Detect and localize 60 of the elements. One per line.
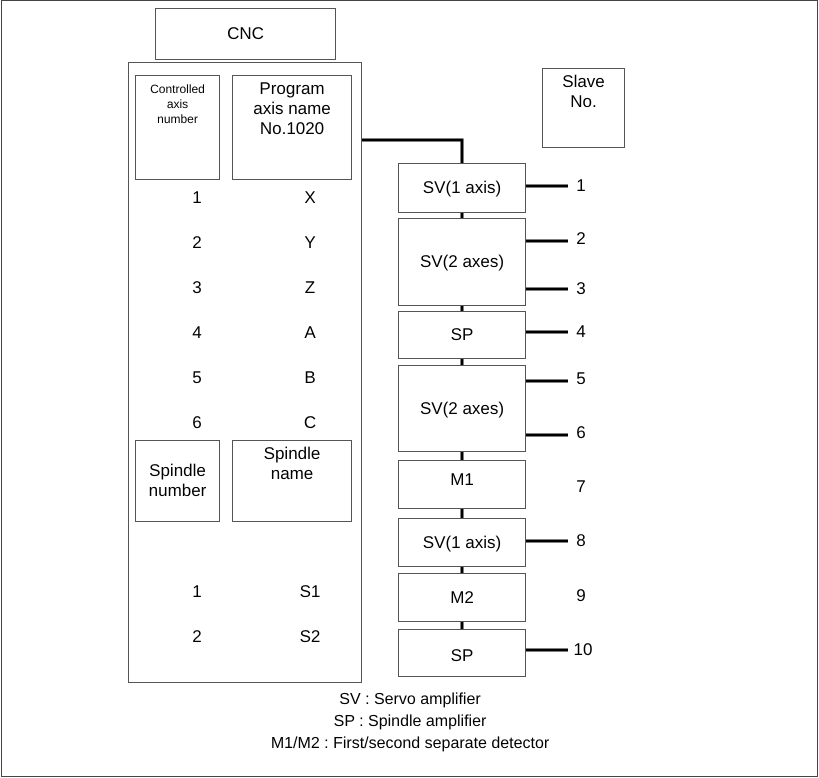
header-box: Spindle number <box>135 440 220 522</box>
connector-line <box>526 330 568 334</box>
slave-number: 5 <box>568 368 594 390</box>
connector-line <box>460 306 464 311</box>
slave-number: 3 <box>568 278 594 300</box>
connector-line <box>460 213 464 218</box>
amplifier-box: SV(1 axis) <box>398 518 526 567</box>
connector-line <box>526 648 568 652</box>
connector-line <box>526 240 568 242</box>
table-value: 4 <box>191 322 203 344</box>
table-value: 2 <box>191 626 203 648</box>
connector-line <box>526 288 568 290</box>
slave-number: 4 <box>568 321 594 343</box>
detector-box: M1 <box>398 460 526 509</box>
legend-note: SV : Servo amplifier <box>338 690 482 710</box>
connector-line <box>460 359 464 365</box>
table-value: 6 <box>191 412 203 434</box>
table-value: X <box>303 187 317 209</box>
header-box: Slave No. <box>542 68 625 148</box>
table-value: Y <box>303 232 317 254</box>
amplifier-box: SP <box>398 311 526 359</box>
slave-number: 10 <box>568 639 598 661</box>
slave-number: 6 <box>568 422 594 444</box>
table-value: S2 <box>298 626 322 648</box>
connector-line <box>362 138 464 163</box>
table-value: S1 <box>298 581 322 603</box>
title-box: CNC <box>155 8 336 60</box>
table-value: 2 <box>191 232 203 254</box>
amplifier-box: SV(2 axes) <box>398 218 526 306</box>
slave-number: 7 <box>568 476 594 498</box>
header-box: Program axis name No.1020 <box>232 75 352 180</box>
connector-line <box>526 540 568 542</box>
connector-line <box>526 434 568 436</box>
slave-number: 1 <box>568 175 594 197</box>
connector-line <box>460 509 464 518</box>
slave-number: 8 <box>568 530 594 552</box>
legend-note: M1/M2 : First/second separate detector <box>270 734 550 754</box>
legend-note: SP : Spindle amplifier <box>332 712 488 732</box>
connector-line <box>526 184 568 188</box>
amplifier-box: M2 <box>398 573 526 622</box>
table-value: 1 <box>191 187 203 209</box>
connector-line <box>460 622 464 629</box>
table-value: 3 <box>191 277 203 299</box>
slave-number: 9 <box>568 585 594 607</box>
connector-line <box>460 567 464 573</box>
table-value: B <box>303 367 317 389</box>
table-value: 5 <box>191 367 203 389</box>
connector-line <box>460 452 464 460</box>
table-value: A <box>303 322 317 344</box>
panel-frame <box>128 62 362 683</box>
amplifier-box: SV(1 axis) <box>398 163 526 213</box>
amplifier-box: SP <box>398 629 526 677</box>
table-value: 1 <box>191 581 203 603</box>
header-box: Controlled axis number <box>135 75 220 180</box>
table-value: C <box>302 412 318 434</box>
slave-number: 2 <box>568 228 594 250</box>
connector-line <box>526 380 568 382</box>
amplifier-box: SV(2 axes) <box>398 365 526 452</box>
table-value: Z <box>304 277 316 299</box>
header-box: Spindle name <box>232 440 352 522</box>
